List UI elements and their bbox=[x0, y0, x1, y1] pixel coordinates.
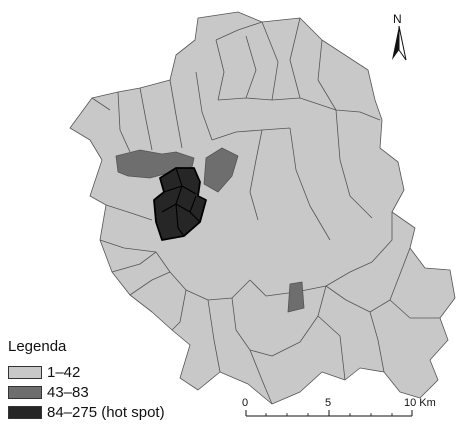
legend-label: 84–275 (hot spot) bbox=[47, 404, 165, 421]
legend-title: Legenda bbox=[8, 338, 67, 355]
north-arrow-label: N bbox=[393, 12, 402, 26]
legend-swatch bbox=[8, 406, 42, 419]
north-arrow-icon bbox=[392, 25, 407, 61]
legend-item-medium: 43–83 bbox=[8, 384, 89, 401]
legend-item-low: 1–42 bbox=[8, 364, 80, 381]
legend-swatch bbox=[8, 386, 42, 399]
district-medium-south bbox=[287, 281, 305, 313]
district-boundary bbox=[91, 17, 440, 405]
legend-label: 1–42 bbox=[47, 364, 81, 381]
hotspot-inner-boundary bbox=[161, 167, 201, 237]
legend-item-hotspot: 84–275 (hot spot) bbox=[8, 404, 165, 421]
legend-swatch bbox=[8, 366, 42, 379]
scale-tick-label: 10 Km bbox=[404, 397, 436, 409]
scale-bar bbox=[245, 410, 413, 417]
scale-tick-label: 0 bbox=[242, 397, 249, 409]
legend-label: 43–83 bbox=[47, 384, 89, 401]
scale-tick-label: 5 bbox=[325, 397, 332, 409]
city-region bbox=[69, 11, 456, 405]
district-medium-east bbox=[203, 147, 239, 193]
